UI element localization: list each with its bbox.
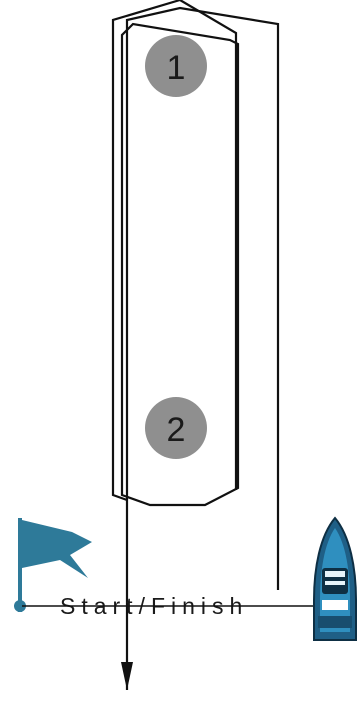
course-arrow-icon	[121, 662, 133, 690]
course-line-outer	[127, 8, 278, 690]
mark-1: 1	[145, 35, 207, 97]
mark-2-label: 2	[167, 411, 186, 449]
committee-boat-icon	[314, 518, 356, 640]
mark-1-label: 1	[167, 49, 186, 87]
mark-2: 2	[145, 397, 207, 459]
